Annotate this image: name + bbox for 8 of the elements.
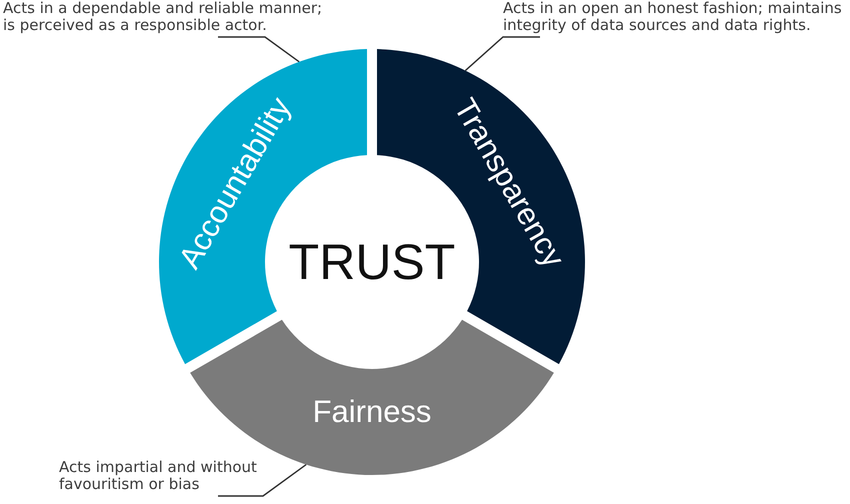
leader-line — [218, 464, 307, 497]
callout-text: Acts in a dependable and reliable manner; is perceived as a responsible actor. — [3, 0, 324, 36]
leader-line — [464, 36, 540, 72]
callout-text: Acts impartial and without favouritism or bias — [59, 459, 258, 495]
callout-text: Acts in an open an honest fashion; maintains integrity of data sources and data rights. — [503, 0, 843, 36]
center-label: TRUST — [288, 235, 456, 289]
segment-label: Fairness — [312, 395, 432, 429]
leader-line — [218, 36, 300, 62]
